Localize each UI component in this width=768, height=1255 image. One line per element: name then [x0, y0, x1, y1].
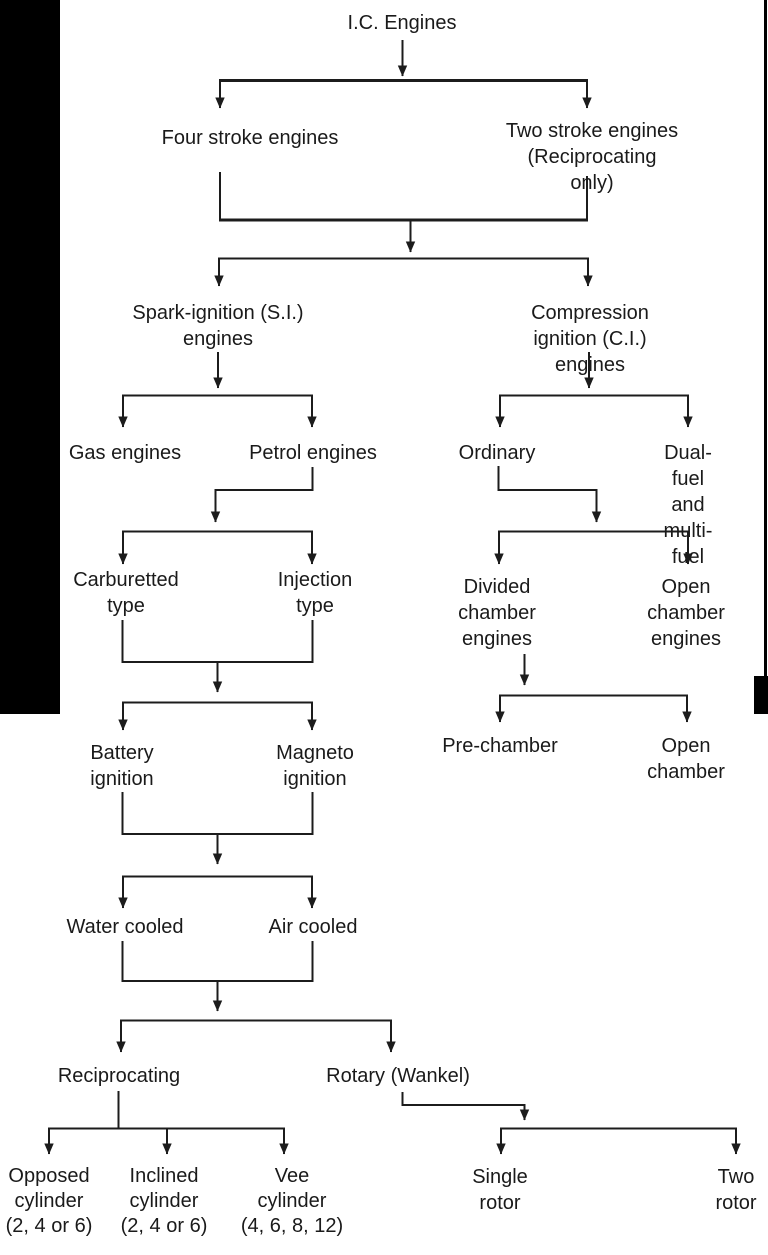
node-injection-type: Injection type [277, 569, 353, 617]
scan-artifact-right-blob [754, 676, 768, 714]
node-rotary-wankel: Rotary (Wankel) [326, 1065, 470, 1087]
node-spark-ignition: Spark-ignition (S.I.) engines [132, 302, 304, 350]
node-divided-chamber: Divided chamber engines [458, 576, 536, 650]
node-single-rotor: Single rotor [472, 1166, 528, 1214]
node-carburetted-type: Carburetted type [73, 569, 179, 617]
node-vee-cylinder: Vee cylinder (4, 6, 8, 12) [240, 1165, 344, 1237]
node-four-stroke-engines: Four stroke engines [161, 127, 339, 149]
node-inclined-cylinder: Inclined cylinder (2, 4 or 6) [120, 1165, 208, 1237]
node-dual-fuel: Dual-fuel and multi-fuel [663, 442, 713, 568]
node-reciprocating: Reciprocating [57, 1065, 181, 1087]
node-petrol-engines: Petrol engines [249, 442, 377, 464]
node-opposed-cylinder: Opposed cylinder (2, 4 or 6) [5, 1165, 93, 1237]
node-magneto-ignition: Magneto ignition [276, 742, 354, 790]
node-ic-engines: I.C. Engines [347, 12, 457, 34]
node-pre-chamber: Pre-chamber [442, 735, 558, 757]
node-compression-ignition: Compression ignition (C.I.) engines [531, 302, 649, 376]
scan-artifact-right-line [764, 0, 767, 680]
node-air-cooled: Air cooled [268, 916, 358, 938]
node-gas-engines: Gas engines [68, 442, 182, 464]
node-open-chamber-engines: Open chamber engines [647, 576, 725, 650]
node-open-chamber: Open chamber [647, 735, 725, 783]
node-two-rotor: Two rotor [715, 1166, 757, 1214]
node-two-stroke-engines: Two stroke engines (Reciprocating only) [505, 120, 679, 194]
node-water-cooled: Water cooled [66, 916, 184, 938]
node-battery-ignition: Battery ignition [90, 742, 154, 790]
node-ordinary: Ordinary [458, 442, 536, 464]
scan-artifact-left-bar [0, 0, 60, 714]
